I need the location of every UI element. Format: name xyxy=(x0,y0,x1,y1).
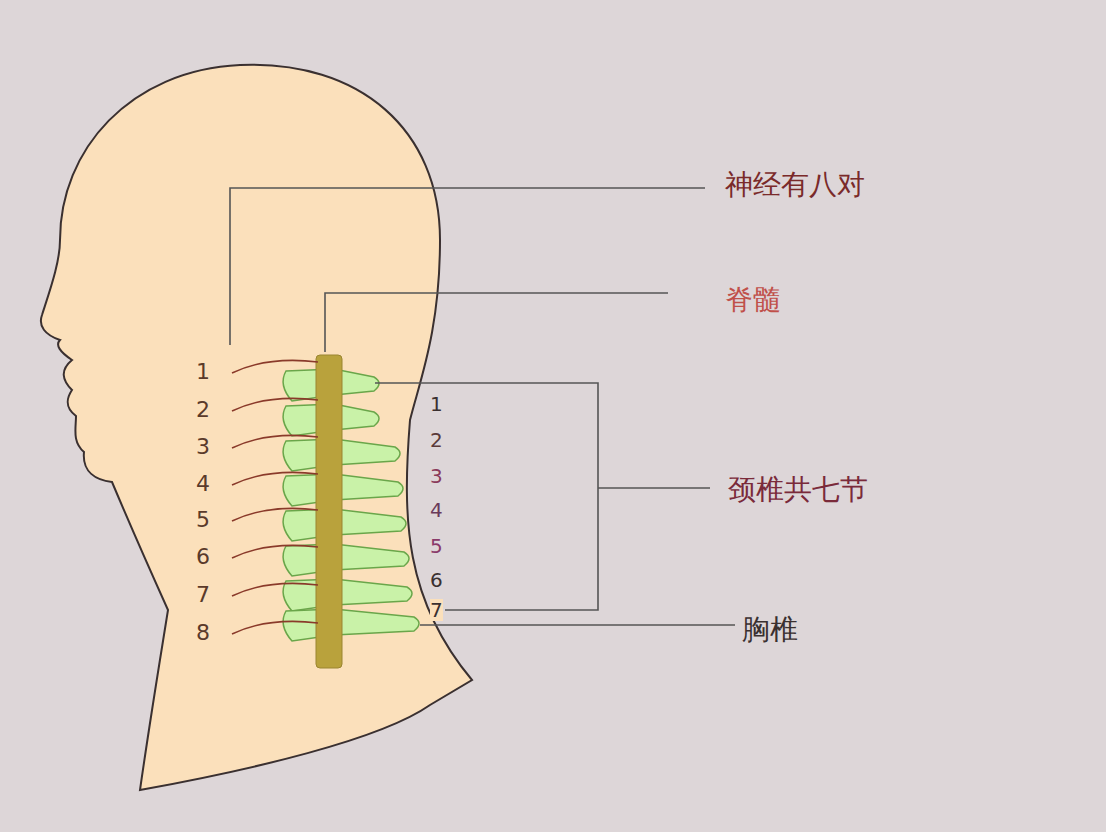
vertebra-number: 4 xyxy=(430,499,443,521)
nerve-number: 2 xyxy=(196,398,210,422)
nerve-number: 7 xyxy=(196,583,210,607)
nerve xyxy=(232,398,318,411)
spinal-cord-label: 脊髓 xyxy=(725,285,781,316)
vertebra xyxy=(283,544,409,576)
nerve xyxy=(232,545,318,558)
vertebra-number: 1 xyxy=(430,393,443,415)
nerve-number: 3 xyxy=(196,435,210,459)
nerve xyxy=(232,435,318,448)
vertebra-number: 6 xyxy=(430,569,443,591)
nerve-pairs-label: 神经有八对 xyxy=(725,170,865,201)
spinal-nerves xyxy=(232,360,318,634)
vertebra-number: 7 xyxy=(430,599,443,621)
cervical-label: 颈椎共七节 xyxy=(728,475,868,506)
nerve-number: 8 xyxy=(196,621,210,645)
nerve-number: 6 xyxy=(196,545,210,569)
nerve-number: 5 xyxy=(196,508,210,532)
nerve xyxy=(232,360,318,373)
vertebra xyxy=(283,509,406,541)
cervical-vertebrae xyxy=(283,369,419,641)
leader-lines xyxy=(230,188,735,625)
nerve-number: 1 xyxy=(196,360,210,384)
thoracic-label: 胸椎 xyxy=(742,615,798,646)
vertebra-number: 5 xyxy=(430,535,443,557)
nerve xyxy=(232,583,318,596)
head-silhouette xyxy=(41,65,472,790)
vertebra xyxy=(283,609,419,641)
vertebra-number: 2 xyxy=(430,429,443,451)
nerve xyxy=(232,508,318,521)
nerve-number: 4 xyxy=(196,472,210,496)
nerve xyxy=(232,621,318,634)
vertebra xyxy=(283,474,403,506)
nerve xyxy=(232,472,318,485)
vertebra-number: 3 xyxy=(430,465,443,487)
spinal-cord xyxy=(316,355,342,668)
